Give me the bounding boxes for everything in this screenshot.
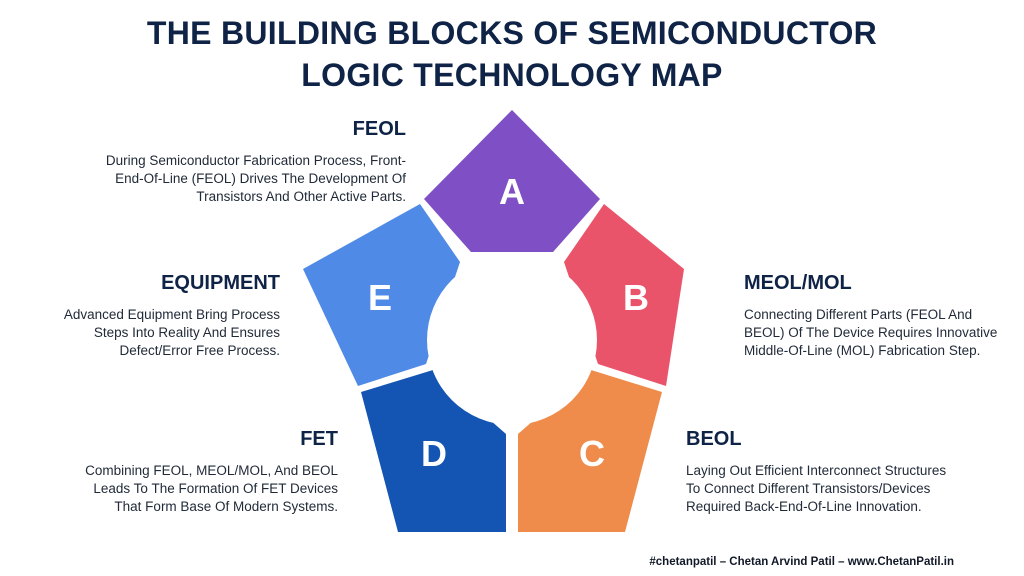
feol-description: During Semiconductor Fabrication Process… (106, 152, 406, 206)
meol-description: Connecting Different Parts (FEOL And BEO… (744, 306, 997, 360)
feol-line-1: During Semiconductor Fabrication Process… (105, 153, 406, 168)
segment-a-letter: A (499, 171, 525, 212)
fet-description: Combining FEOL, MEOL/MOL, And BEOL Leads… (85, 462, 338, 516)
beol-line-1: Laying Out Efficient Interconnect Struct… (686, 463, 947, 478)
meol-heading: MEOL/MOL (744, 272, 852, 294)
equipment-heading: EQUIPMENT (161, 272, 280, 294)
feol-block: FEOL During Semiconductor Fabrication Pr… (106, 116, 406, 206)
footer-credit: #chetanpatil – Chetan Arvind Patil – www… (649, 556, 954, 568)
fet-heading: FET (300, 428, 338, 450)
segment-e-letter: E (368, 277, 392, 318)
fet-line-3: That Form Base Of Modern Systems. (114, 499, 338, 514)
fet-line-2: Leads To The Formation Of FET Devices (93, 481, 338, 496)
segment-e (303, 204, 460, 386)
meol-line-3: Middle-Of-Line (MOL) Fabrication Step. (744, 343, 981, 358)
feol-line-3: Transistors And Other Active Parts. (196, 189, 406, 204)
page-title: THE BUILDING BLOCKS OF SEMICONDUCTOR LOG… (0, 12, 1024, 96)
title-line-1: THE BUILDING BLOCKS OF SEMICONDUCTOR (146, 15, 878, 51)
segment-b-letter: B (623, 277, 649, 318)
equipment-line-2: Steps Into Reality And Ensures (93, 325, 280, 340)
beol-block: BEOL Laying Out Efficient Interconnect S… (686, 426, 946, 516)
segment-a (424, 110, 600, 252)
equipment-block: EQUIPMENT Advanced Equipment Bring Proce… (64, 270, 280, 360)
feol-line-2: End-Of-Line (FEOL) Drives The Developmen… (115, 171, 406, 186)
equipment-description: Advanced Equipment Bring Process Steps I… (64, 306, 280, 360)
equipment-line-1: Advanced Equipment Bring Process (63, 307, 280, 322)
center-circle (427, 255, 597, 425)
meol-block: MEOL/MOL Connecting Different Parts (FEO… (744, 270, 997, 360)
meol-line-2: BEOL) Of The Device Requires Innovative (744, 325, 998, 340)
segment-d-letter: D (421, 433, 447, 474)
meol-line-1: Connecting Different Parts (FEOL And (744, 307, 973, 322)
segment-c-letter: C (579, 433, 605, 474)
beol-line-3: Required Back-End-Of-Line Innovation. (686, 499, 922, 514)
title-line-2: LOGIC TECHNOLOGY MAP (301, 57, 723, 93)
fet-block: FET Combining FEOL, MEOL/MOL, And BEOL L… (85, 426, 338, 516)
beol-description: Laying Out Efficient Interconnect Struct… (686, 462, 946, 516)
feol-heading: FEOL (352, 118, 406, 140)
fet-line-1: Combining FEOL, MEOL/MOL, And BEOL (85, 463, 338, 478)
beol-heading: BEOL (686, 428, 742, 450)
equipment-line-3: Defect/Error Free Process. (119, 343, 280, 358)
beol-line-2: To Connect Different Transistors/Devices (686, 481, 931, 496)
